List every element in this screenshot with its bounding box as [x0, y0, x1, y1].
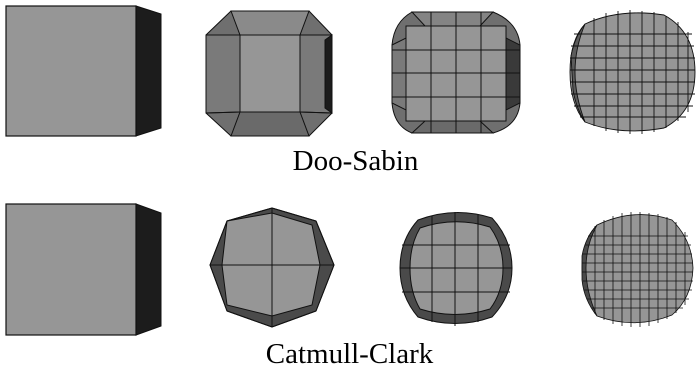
doo-sabin-cube: [6, 6, 161, 136]
doo-sabin-level-2: [392, 12, 520, 133]
doo-sabin-level-3: [570, 10, 695, 134]
catmull-clark-level-1: [210, 208, 334, 327]
catmull-clark-level-3: [582, 212, 693, 327]
doo-sabin-level-1: [206, 11, 332, 136]
catmull-clark-level-2: [400, 212, 512, 326]
catmull-clark-cube: [6, 204, 161, 335]
catmull-clark-caption: Catmull-Clark: [0, 340, 699, 369]
doo-sabin-caption: Doo-Sabin: [0, 147, 699, 176]
